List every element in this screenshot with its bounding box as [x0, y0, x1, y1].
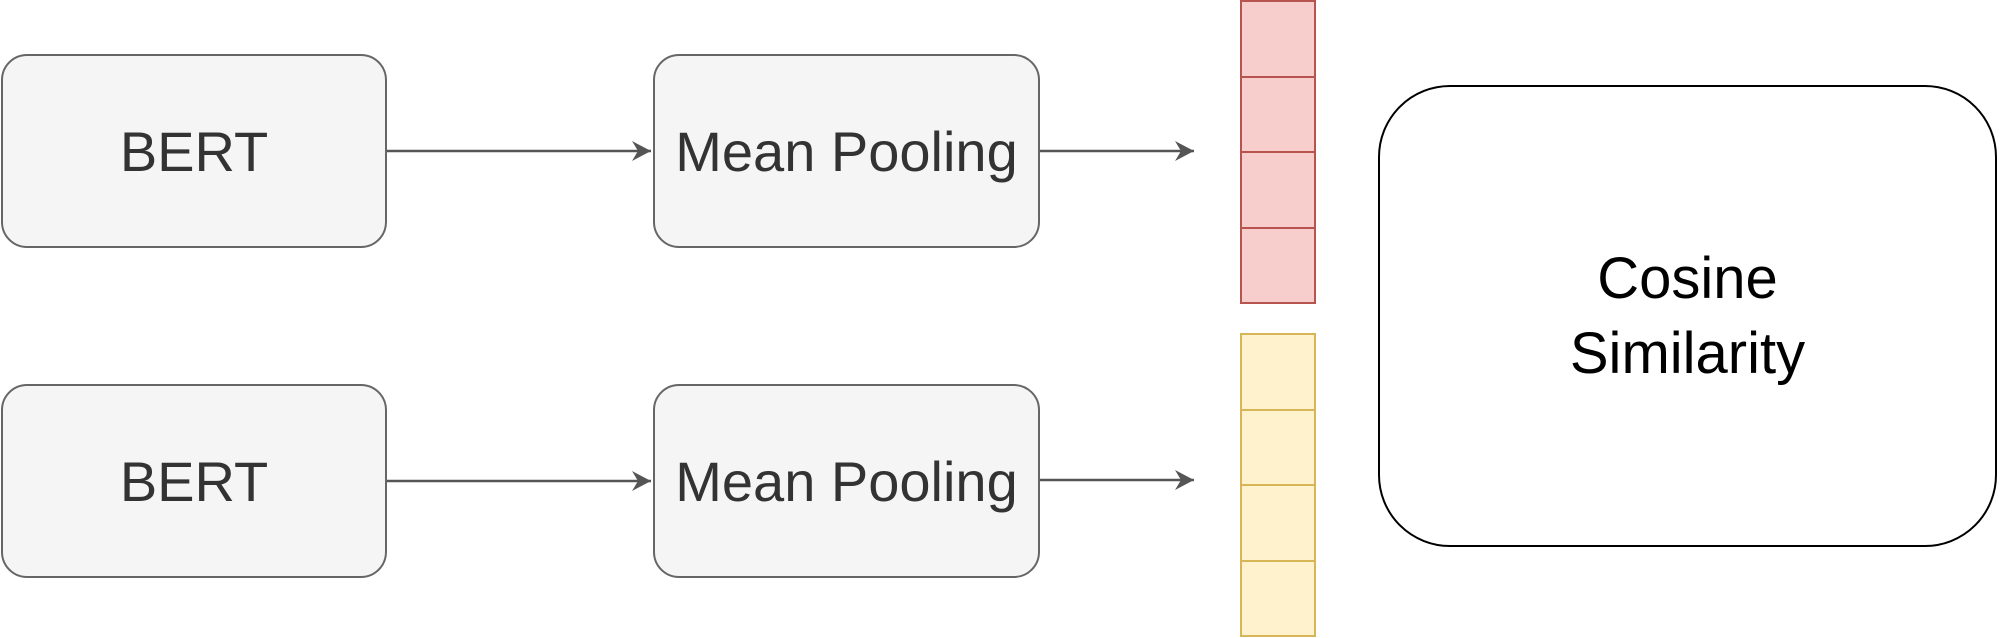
arrow-pool-to-vector-bottom-head	[1175, 470, 1194, 490]
pool-top-label: Mean Pooling	[675, 119, 1018, 183]
cosine-similarity-box: Cosine Similarity	[1378, 85, 1997, 547]
cosine-similarity-line1: Cosine	[1597, 246, 1778, 311]
vector-cell	[1240, 151, 1316, 229]
vector-cell	[1240, 226, 1316, 304]
mean-pooling-top: Mean Pooling	[653, 54, 1040, 248]
arrow-pool-to-vector-top-head	[1175, 141, 1194, 161]
vector-cell	[1240, 75, 1316, 153]
vector-cell	[1240, 484, 1316, 562]
arrow-bert-to-pool-bottom-head	[632, 471, 651, 491]
vector-cell	[1240, 0, 1316, 78]
pool-bottom-label: Mean Pooling	[675, 449, 1018, 513]
bert-top-label: BERT	[119, 119, 269, 183]
mean-pooling-bottom: Mean Pooling	[653, 384, 1040, 578]
arrow-bert-to-pool-top-head	[632, 141, 651, 161]
bert-encoder-bottom: BERT	[1, 384, 387, 578]
embedding-vector-top	[1240, 0, 1316, 304]
cosine-similarity-line2: Similarity	[1569, 321, 1806, 386]
embedding-vector-bottom	[1240, 333, 1316, 637]
bert-encoder-top: BERT	[1, 54, 387, 248]
vector-cell	[1240, 333, 1316, 411]
bert-bottom-label: BERT	[119, 449, 269, 513]
vector-cell	[1240, 408, 1316, 486]
vector-cell	[1240, 559, 1316, 637]
